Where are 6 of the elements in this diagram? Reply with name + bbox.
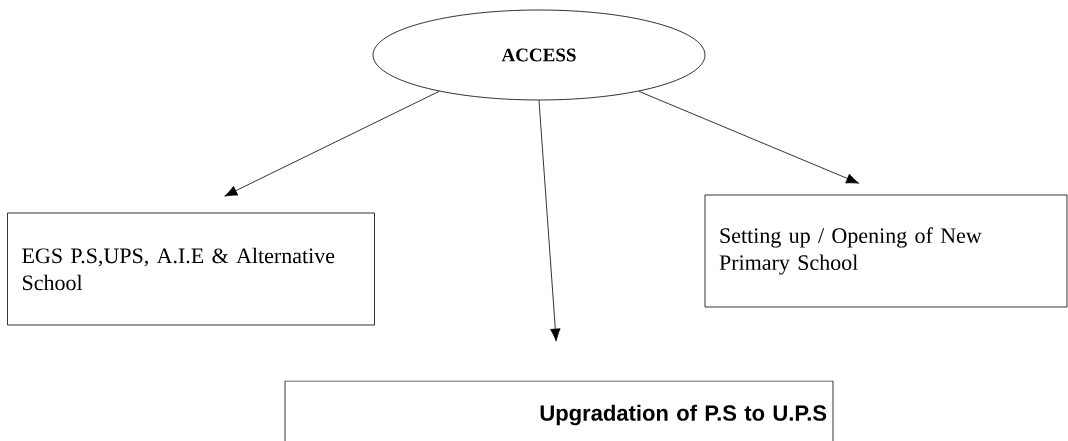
text-box: Setting up / Opening of New Primary School [704,194,1068,308]
arrow [224,90,440,197]
text-box: EGS P.S,UPS, A.I.E & Alternative School [7,212,375,326]
text-box: Upgradation of P.S to U.P.S [284,380,834,441]
arrow [638,90,860,184]
arrow [538,100,561,342]
